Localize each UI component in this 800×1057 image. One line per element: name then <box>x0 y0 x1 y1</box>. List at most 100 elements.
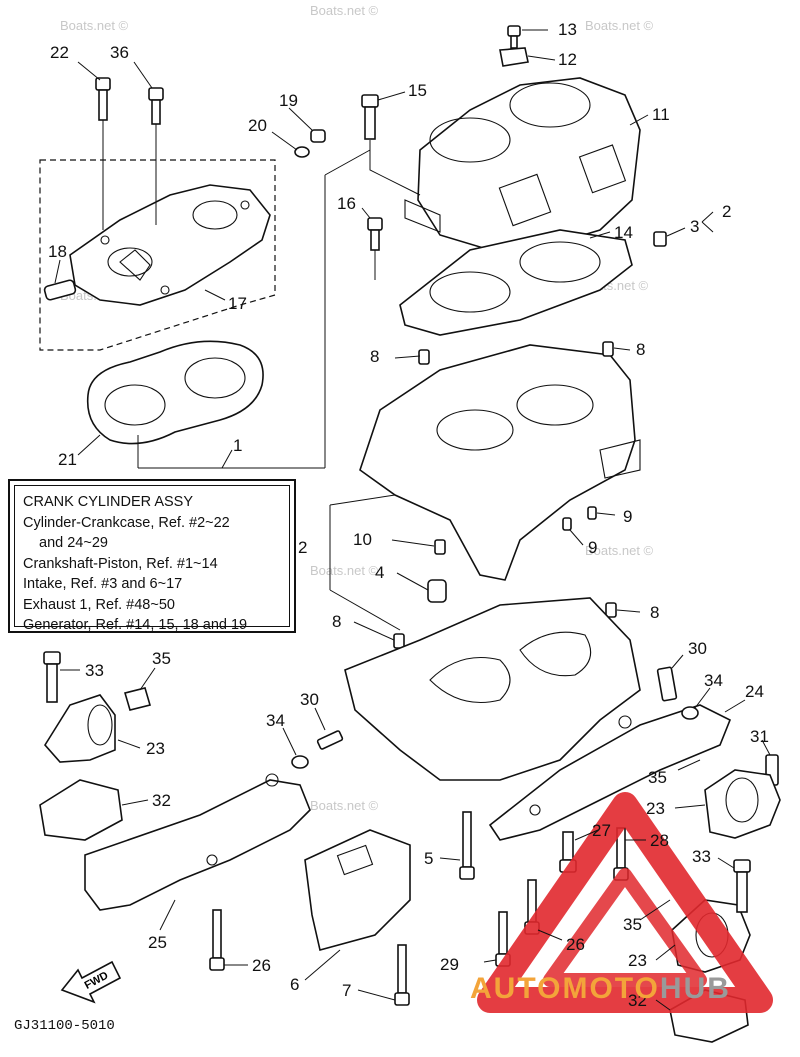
damper-32 <box>39 779 123 841</box>
callout-23: 23 <box>146 739 165 758</box>
bolt-33 <box>43 651 61 703</box>
engine-mount-left <box>44 694 116 763</box>
callout-7: 7 <box>342 981 351 1000</box>
callout-35: 35 <box>152 649 171 668</box>
callout-21: 21 <box>58 450 77 469</box>
callout-19: 19 <box>279 91 298 110</box>
engine-bed-right <box>488 704 732 841</box>
callout-20: 20 <box>248 116 267 135</box>
callout-24: 24 <box>745 682 764 701</box>
callout-34: 34 <box>266 711 285 730</box>
dowel-pin <box>418 349 430 365</box>
bracket-12 <box>499 47 529 67</box>
lower-crankcase <box>344 597 641 781</box>
callout-6: 6 <box>290 975 299 994</box>
bolt-15 <box>361 94 379 140</box>
upper-crankcase <box>359 344 641 581</box>
watermark: Boats.net © <box>585 543 654 558</box>
base-gasket <box>399 229 633 336</box>
dowel-pin <box>602 341 614 357</box>
callout-1: 1 <box>233 436 242 455</box>
callout-35: 35 <box>623 915 642 934</box>
callout-9: 9 <box>623 507 632 526</box>
dowel-pin <box>434 539 446 555</box>
bolt-22 <box>95 77 111 121</box>
callout-2: 2 <box>298 538 307 557</box>
bolt-26 <box>209 909 225 971</box>
logo-text-primary: AUTOMOTO <box>470 972 660 1005</box>
callout-28: 28 <box>650 831 669 850</box>
watermark: Boats.net © <box>310 798 379 813</box>
callout-13: 13 <box>558 20 577 39</box>
logo-text-secondary: HUB <box>659 972 731 1005</box>
callout-18: 18 <box>48 242 67 261</box>
callout-15: 15 <box>408 81 427 100</box>
fwd-arrow: FWD <box>60 960 122 1004</box>
washer-34 <box>681 706 699 720</box>
callout-30: 30 <box>300 690 319 709</box>
legend-line: and 24~29 <box>39 535 108 551</box>
washer-20 <box>294 146 310 158</box>
callout-29: 29 <box>440 955 459 974</box>
bolt-16 <box>367 217 383 251</box>
bolt-33 <box>733 859 751 913</box>
bolt-5 <box>459 811 475 880</box>
automotohub-logo: AUTOMOTOHUB <box>470 972 792 1012</box>
plug <box>43 279 77 301</box>
bracket-6 <box>304 829 411 951</box>
bolt-7 <box>394 944 410 1006</box>
callout-27: 27 <box>592 821 611 840</box>
callout-32: 32 <box>152 791 171 810</box>
callout-34: 34 <box>704 671 723 690</box>
callout-9: 9 <box>588 538 597 557</box>
engine-mount-right <box>704 769 781 839</box>
callout-33: 33 <box>85 661 104 680</box>
callout-5: 5 <box>424 849 433 868</box>
callout-30: 30 <box>688 639 707 658</box>
callout-10: 10 <box>353 530 372 549</box>
callout-35: 35 <box>648 768 667 787</box>
legend-line: Intake, Ref. #3 and 6~17 <box>23 576 183 592</box>
callout-25: 25 <box>148 933 167 952</box>
dowel-pin <box>587 506 597 520</box>
callout-14: 14 <box>614 223 633 242</box>
callout-8: 8 <box>370 347 379 366</box>
callout-8: 8 <box>332 612 341 631</box>
bolt-36 <box>148 87 164 125</box>
callout-22: 22 <box>50 43 69 62</box>
callout-31: 31 <box>750 727 769 746</box>
watermark: Boats.net © <box>310 563 379 578</box>
callout-23: 23 <box>646 799 665 818</box>
watermark: Boats.net © <box>60 18 129 33</box>
dowel-pin <box>605 602 617 618</box>
callout-4: 4 <box>375 563 384 582</box>
engine-bed-left <box>84 773 311 911</box>
callout-26: 26 <box>252 956 271 975</box>
cylinder-block <box>404 77 641 251</box>
logo-triangle <box>477 792 773 1013</box>
callout-12: 12 <box>558 50 577 69</box>
callout-11: 11 <box>652 105 670 124</box>
head-group-dashed-outline <box>39 159 276 351</box>
cap-19 <box>310 129 326 143</box>
callout-8: 8 <box>636 340 645 359</box>
dowel-pin <box>562 517 572 531</box>
dowel-pin <box>393 633 405 649</box>
callout-8: 8 <box>650 603 659 622</box>
callout-16: 16 <box>337 194 356 213</box>
callouts: 22 36 19 20 18 17 21 1 15 16 13 12 11 14… <box>48 20 769 1010</box>
plug-3 <box>653 231 667 247</box>
callout-33: 33 <box>692 847 711 866</box>
callout-2: 2 <box>722 202 731 221</box>
washer-34 <box>291 755 309 769</box>
assembly-legend: CRANK CYLINDER ASSY Cylinder-Crankcase, … <box>8 479 296 633</box>
callout-17: 17 <box>228 294 247 313</box>
callout-36: 36 <box>110 43 129 62</box>
assembly-legend-inner: CRANK CYLINDER ASSY Cylinder-Crankcase, … <box>14 485 290 633</box>
leader-lines <box>54 29 771 1011</box>
legend-title: CRANK CYLINDER ASSY <box>23 494 194 510</box>
legend-line: Generator, Ref. #14, 15, 18 and 19 <box>23 617 248 633</box>
tab-35 <box>123 687 152 711</box>
head-gasket <box>86 340 264 445</box>
callout-26: 26 <box>566 935 585 954</box>
